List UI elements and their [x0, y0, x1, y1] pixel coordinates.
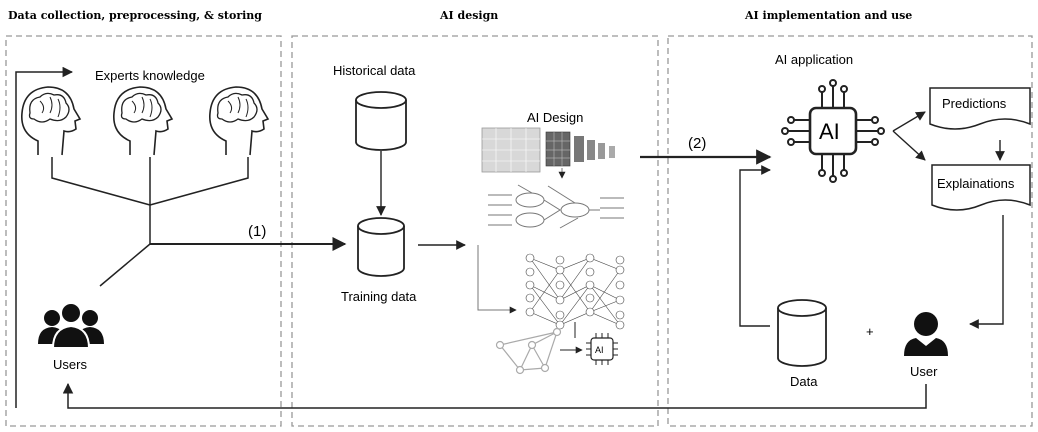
training-data-cylinder	[357, 217, 405, 277]
graph-network-illustration	[495, 327, 562, 375]
data-cylinder	[777, 299, 827, 367]
section-title-implementation: AI implementation and use	[744, 9, 912, 22]
explanations-label: Explainations	[937, 176, 1015, 191]
feedback-to-experts-arrow	[15, 66, 74, 408]
historical-data-cylinder	[355, 91, 407, 151]
data-to-ai-arrow	[739, 165, 771, 327]
explanations-to-user-arrow	[969, 215, 1004, 329]
rnn-graph-illustration	[488, 184, 624, 229]
ai-chip-small-icon	[586, 333, 618, 365]
ai-chip-icon	[781, 79, 885, 183]
panel-collection	[5, 35, 282, 427]
step-1-label: (1)	[248, 223, 266, 240]
expert-head-icon	[21, 86, 81, 156]
plus-sign: +	[866, 324, 874, 339]
expert-merge-lines	[51, 157, 249, 287]
section-title-collection: Data collection, preprocessing, & storin…	[8, 9, 262, 22]
training-data-label: Training data	[341, 289, 417, 304]
ai-application-label: AI application	[775, 52, 853, 67]
users-label: Users	[53, 357, 87, 372]
experts-knowledge-label: Experts knowledge	[95, 68, 205, 83]
cnn-architecture-illustration	[481, 127, 615, 173]
panel-design	[291, 35, 659, 427]
data-label: Data	[790, 374, 818, 389]
user-icon	[904, 312, 948, 356]
step-2-label: (2)	[688, 135, 706, 152]
expert-head-icon	[209, 86, 269, 156]
ai-to-explanations-arrow	[892, 130, 926, 161]
ai-chip-label: AI	[819, 119, 840, 144]
feedback-to-users-arrow	[62, 382, 927, 409]
neural-network-illustration	[525, 253, 625, 338]
section-title-design: AI design	[439, 9, 498, 22]
explanations-document	[931, 164, 1031, 211]
panel-implementation	[667, 35, 1033, 427]
ai-to-predictions-arrow	[892, 111, 926, 132]
expert-head-icon	[113, 86, 173, 156]
user-label: User	[910, 364, 938, 379]
predictions-label: Predictions	[942, 96, 1007, 111]
ai-design-label: AI Design	[527, 110, 583, 125]
design-branch-arrow	[477, 245, 517, 314]
ai-chip-small-label: AI	[595, 345, 604, 355]
historical-data-label: Historical data	[333, 63, 416, 78]
predictions-document	[929, 87, 1031, 130]
users-icon	[38, 302, 104, 349]
